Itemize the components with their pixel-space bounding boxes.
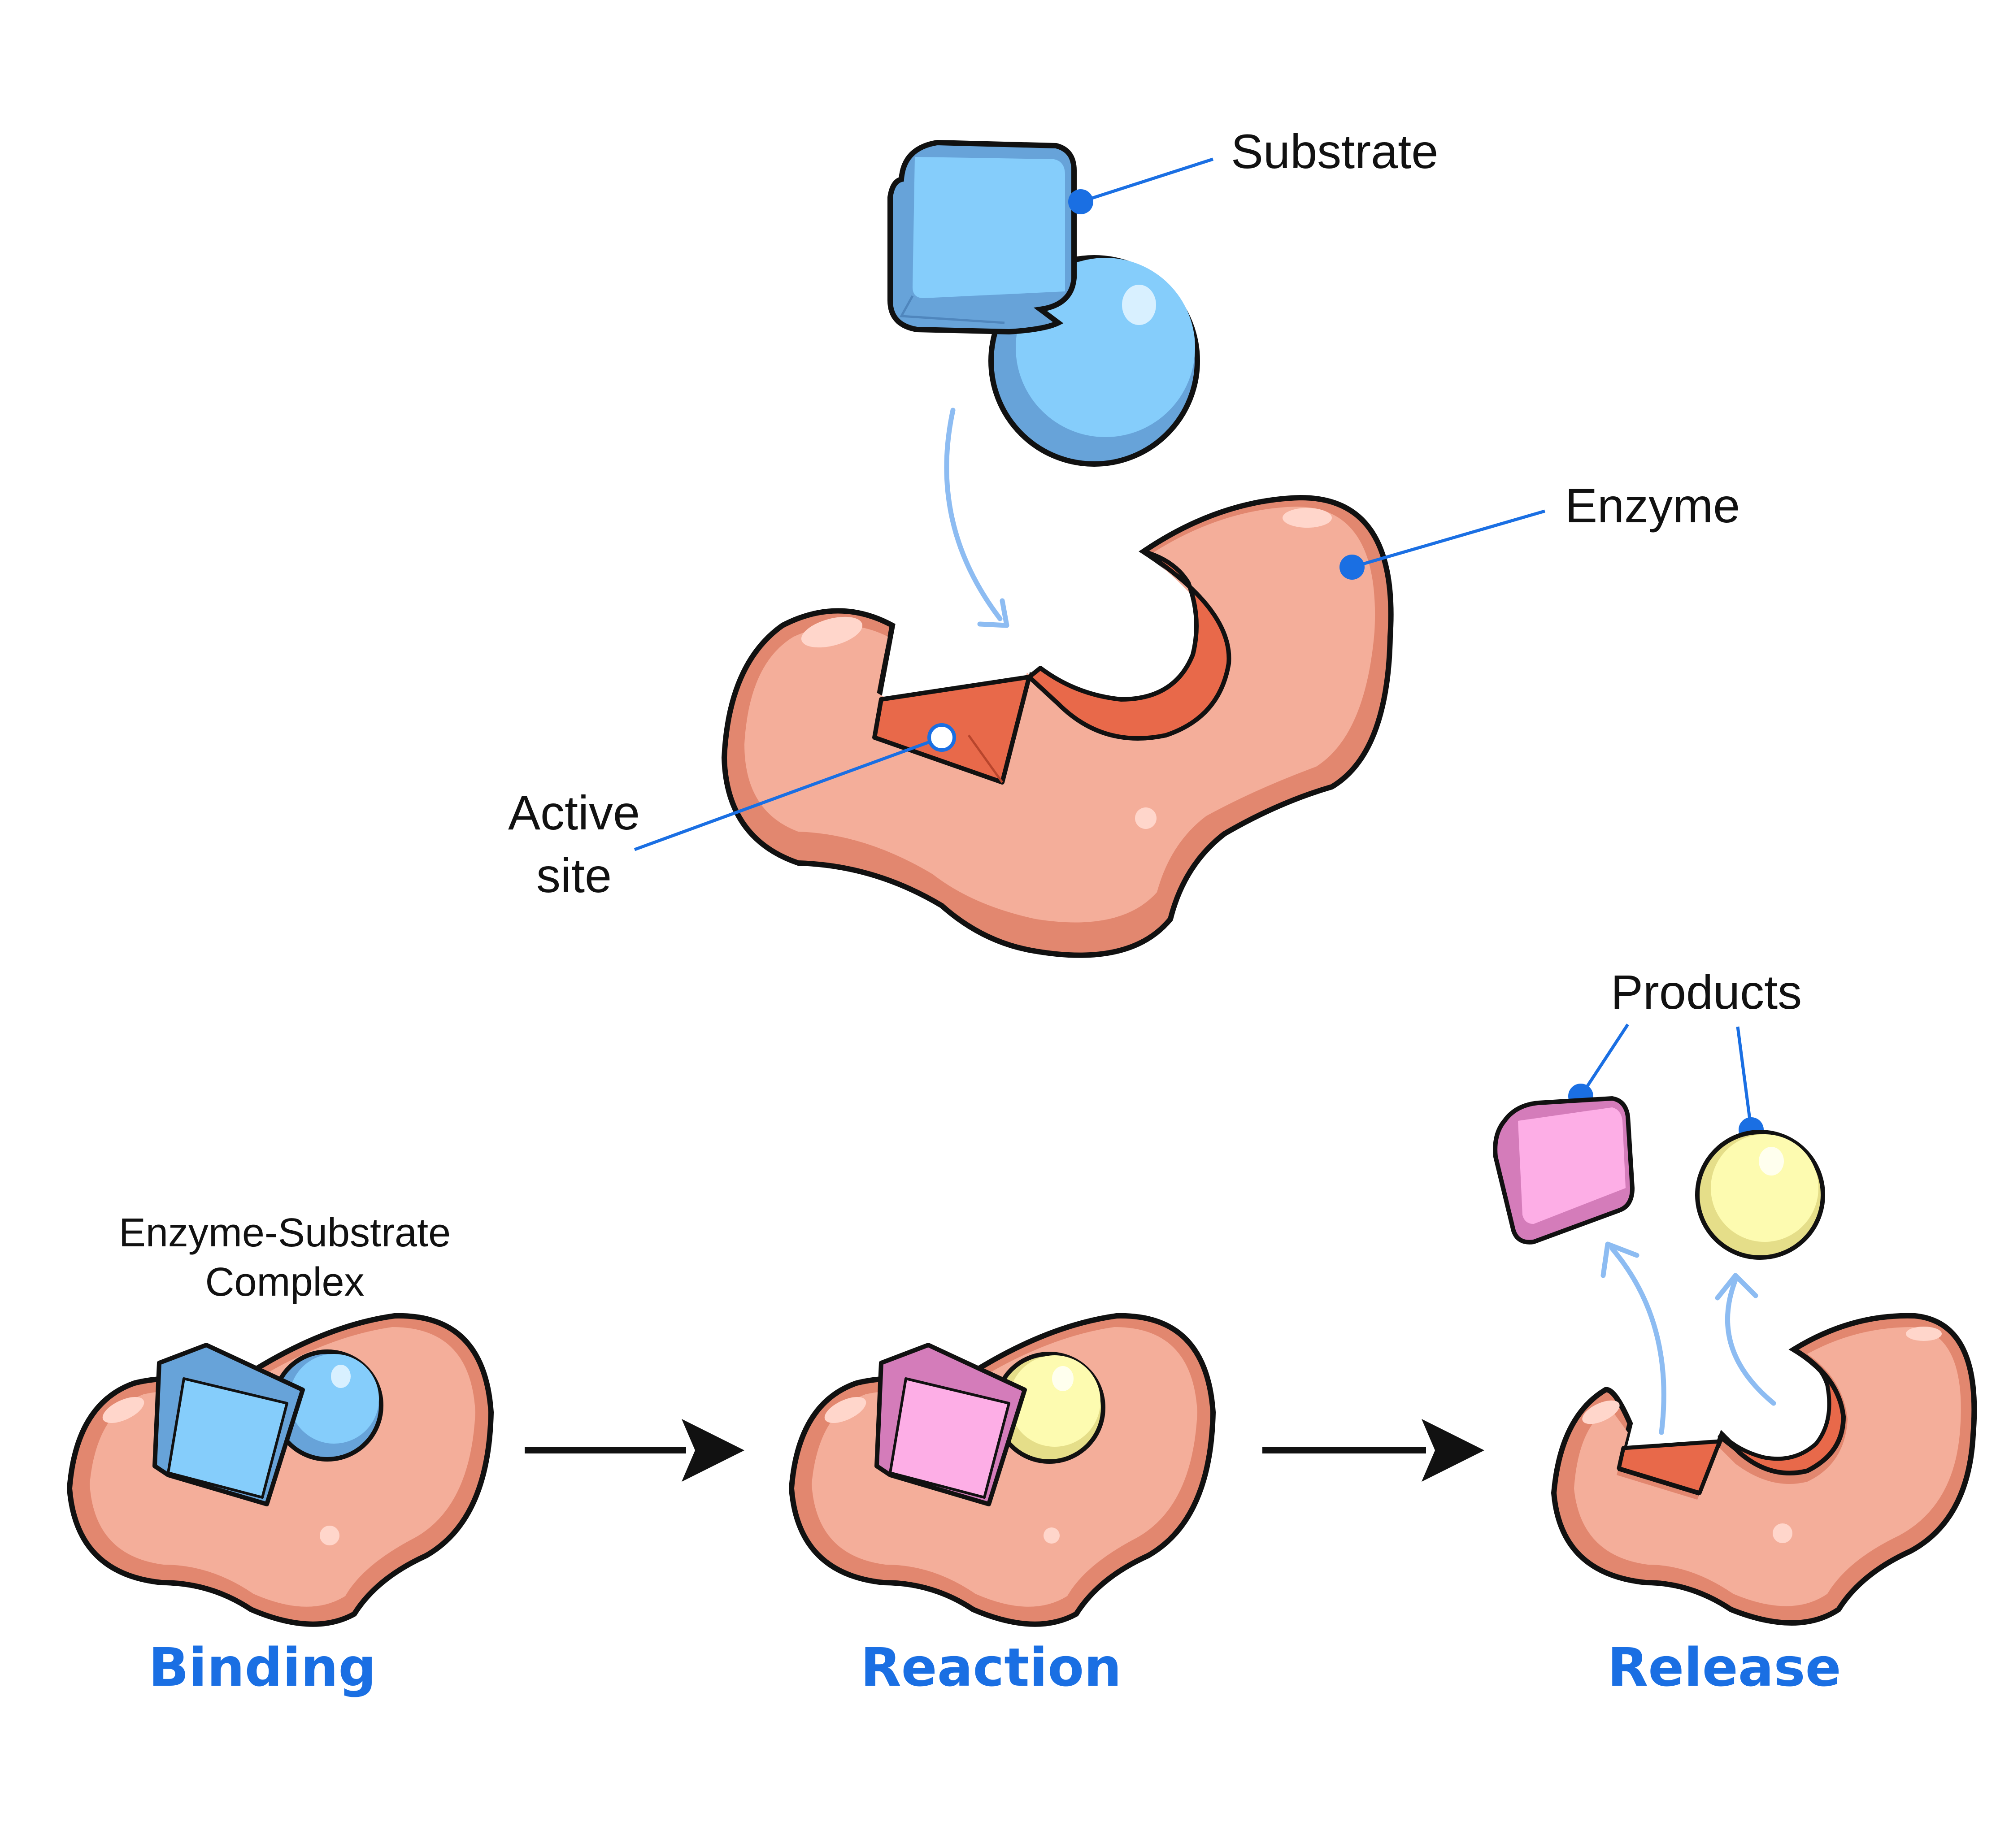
products-label: Products (1611, 965, 1802, 1019)
step-label-binding: Binding (148, 1636, 376, 1698)
enzyme-label: Enzyme (1565, 478, 1740, 533)
product-callout-sphere (1736, 1026, 1764, 1142)
step-label-reaction: Reaction (861, 1636, 1122, 1698)
substrate-label: Substrate (1231, 124, 1438, 178)
reaction-to-release-arrow (1262, 1419, 1484, 1482)
substrate-molecule (887, 139, 1200, 467)
active-site-callout: Active site (508, 723, 956, 902)
step-label-release: Release (1607, 1636, 1841, 1698)
enzyme-product-complex (788, 1313, 1216, 1627)
active-site-label-line2: site (536, 848, 612, 902)
substrate-marker-dot (1068, 189, 1093, 214)
enzyme-marker-dot (1339, 555, 1365, 580)
release-panel: Products (1493, 965, 1977, 1698)
product-callout-cube (1568, 1024, 1629, 1109)
enzyme-callout: Enzyme (1339, 478, 1740, 580)
enzyme-substrate-complex (66, 1313, 494, 1627)
binding-direction-arrow (944, 408, 1009, 628)
enzyme-molecule (721, 495, 1394, 958)
substrate-callout: Substrate (1068, 124, 1438, 214)
binding-panel: Enzyme-Substrate Complex Binding (66, 1210, 494, 1698)
released-enzyme (1551, 1313, 1977, 1626)
active-site-marker (927, 723, 956, 752)
product-cube (1493, 1096, 1635, 1245)
complex-label-line2: Complex (205, 1260, 364, 1305)
active-site-label-line1: Active (508, 785, 640, 840)
complex-label-line1: Enzyme-Substrate (119, 1210, 451, 1255)
binding-to-reaction-arrow (525, 1419, 744, 1482)
release-arrows (1600, 1241, 1776, 1435)
product-sphere (1695, 1130, 1825, 1260)
reaction-panel: Reaction (788, 1313, 1216, 1698)
